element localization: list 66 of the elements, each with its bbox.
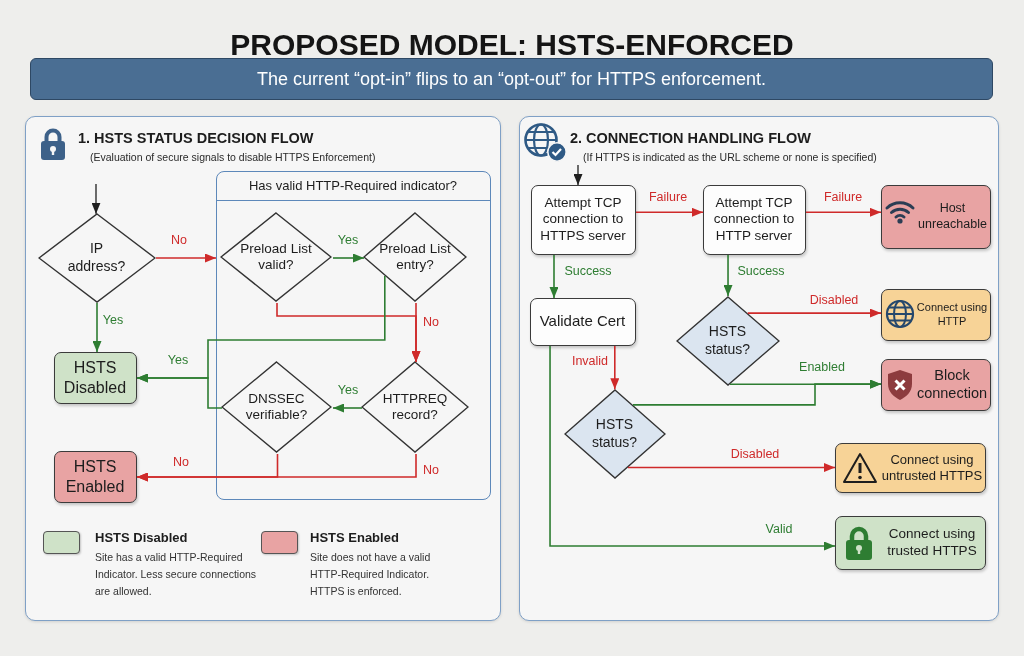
decision-diamond: [363, 212, 467, 302]
arrow: [92, 302, 102, 353]
legend-description: Site does not have a valid HTTP-Required Indicator. HTTPS is enforced.: [310, 550, 432, 599]
title: PROPOSED MODEL: HSTS-ENFORCED: [230, 28, 794, 62]
decision-text: Preload List entry?: [378, 240, 452, 274]
outcome-label: Connect using trusted HTTPS: [886, 526, 978, 559]
panel-subtitle: (Evaluation of secure signals to disable HTTPS Enforcement): [90, 151, 376, 164]
outcome-box: [834, 515, 986, 570]
process-box: [529, 297, 636, 346]
decision-diamond: [37, 212, 156, 303]
status-box: [53, 351, 137, 404]
arrow: [805, 207, 882, 217]
decision-text: Preload List valid?: [239, 240, 313, 274]
panel-heading: 1. HSTS STATUS DECISION FLOW: [78, 130, 314, 147]
panel-heading: 2. CONNECTION HANDLING FLOW: [570, 130, 811, 147]
group-heading: Has valid HTTP-Required indicator?: [248, 177, 458, 194]
process-box: [702, 184, 806, 255]
status-label: HSTS Enabled: [64, 457, 126, 496]
arrow: [549, 345, 836, 551]
outcome-label: Block connection: [915, 366, 989, 403]
arrow: [635, 207, 704, 217]
arrow: [573, 164, 583, 186]
legend-label: HSTS Enabled: [310, 530, 399, 546]
decision-text: IP address?: [66, 240, 127, 275]
banner-text: The current “opt-in” flips to an “opt-out” for HTTPS enforcement.: [256, 68, 767, 90]
process-label: Attempt TCP connection to HTTP server: [712, 194, 796, 245]
arrow: [136, 373, 223, 409]
outcome-box: [834, 442, 986, 493]
process-box: [530, 184, 636, 255]
panel: [519, 116, 999, 621]
arrow: [136, 453, 417, 482]
legend-label: HSTS Disabled: [95, 530, 188, 546]
outcome-label: Connect using untrusted HTTPS: [880, 451, 984, 484]
decision-text: HTTPREQ record?: [381, 390, 449, 424]
arrow: [155, 253, 217, 263]
decision-diamond: [221, 361, 332, 453]
arrow: [746, 308, 882, 318]
decision-diamond: [563, 388, 666, 479]
decision-text: HSTS status?: [590, 416, 639, 451]
status-box: [53, 450, 137, 503]
arrow: [549, 254, 559, 299]
outcome-box: [880, 184, 991, 249]
outcome-box: [880, 358, 991, 411]
status-label: HSTS Disabled: [62, 358, 128, 397]
decision-text: DNSSEC verifiable?: [244, 390, 309, 424]
process-label: Validate Cert: [539, 312, 626, 331]
outcome-box: [880, 288, 991, 341]
panel-subtitle: (If HTTPS is indicated as the URL scheme or none is specified): [583, 151, 877, 164]
panel: [25, 116, 501, 621]
outcome-label: Connect using HTTP: [915, 301, 989, 328]
process-label: Attempt TCP connection to HTTPS server: [539, 194, 627, 245]
decision-text: HSTS status?: [703, 323, 752, 358]
arrow: [723, 254, 733, 297]
arrow: [91, 183, 101, 215]
arrow: [632, 379, 882, 406]
banner: [30, 58, 993, 100]
decision-diamond: [361, 361, 469, 453]
decision-diamond: [220, 212, 332, 302]
arrow: [627, 463, 836, 473]
arrow: [332, 403, 363, 413]
arrow: [411, 302, 421, 363]
legend-description: Site has a valid HTTP-Required Indicator. Less secure connections are allowed.: [95, 550, 258, 599]
arrow: [332, 253, 365, 263]
arrow: [610, 345, 620, 390]
decision-diamond: [675, 295, 780, 386]
outcome-label: Host unreachable: [917, 201, 988, 232]
